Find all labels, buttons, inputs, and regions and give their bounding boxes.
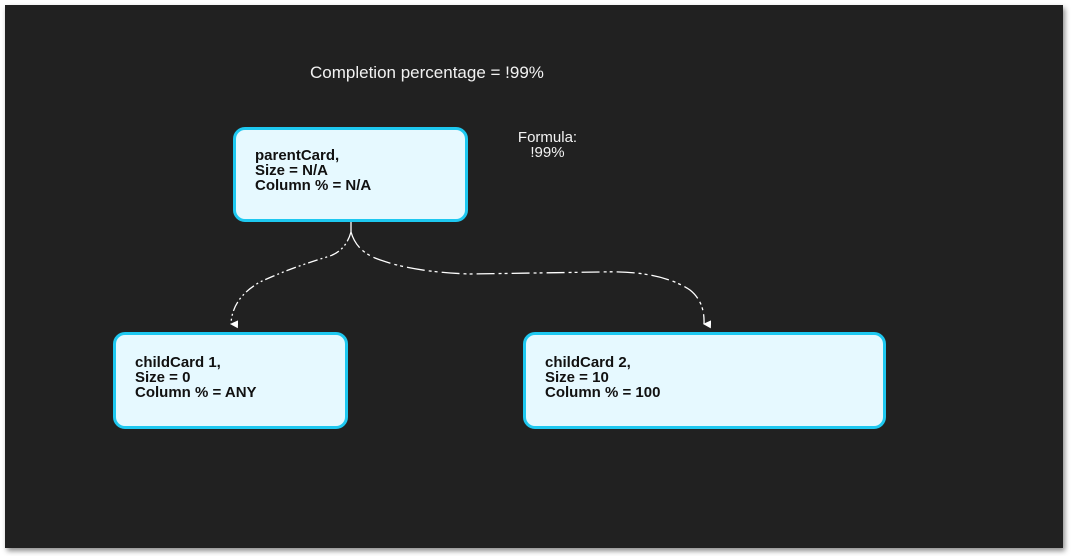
child-card-1-node[interactable]: childCard 1, Size = 0 Column % = ANY [113,332,348,429]
parent-card-size: Size = N/A [255,162,328,179]
parent-card-name: parentCard, [255,147,340,164]
child-card-1-column-percent: Column % = ANY [135,384,257,401]
child-card-2-column-percent: Column % = 100 [545,384,661,401]
child-card-2-size: Size = 10 [545,369,609,386]
formula-value: !99% [530,144,565,161]
completion-percentage-title: Completion percentage = !99% [310,63,544,82]
child-card-1-size: Size = 0 [135,369,191,386]
child-card-1-name: childCard 1, [135,354,221,371]
child-card-2-node[interactable]: childCard 2, Size = 10 Column % = 100 [523,332,886,429]
diagram-canvas [5,5,1063,548]
parent-card-node[interactable]: parentCard, Size = N/A Column % = N/A [233,127,468,222]
formula-annotation: Formula: !99% [500,130,595,160]
formula-label: Formula: [517,129,578,146]
child-card-2-name: childCard 2, [545,354,631,371]
parent-card-column-percent: Column % = N/A [255,177,372,194]
